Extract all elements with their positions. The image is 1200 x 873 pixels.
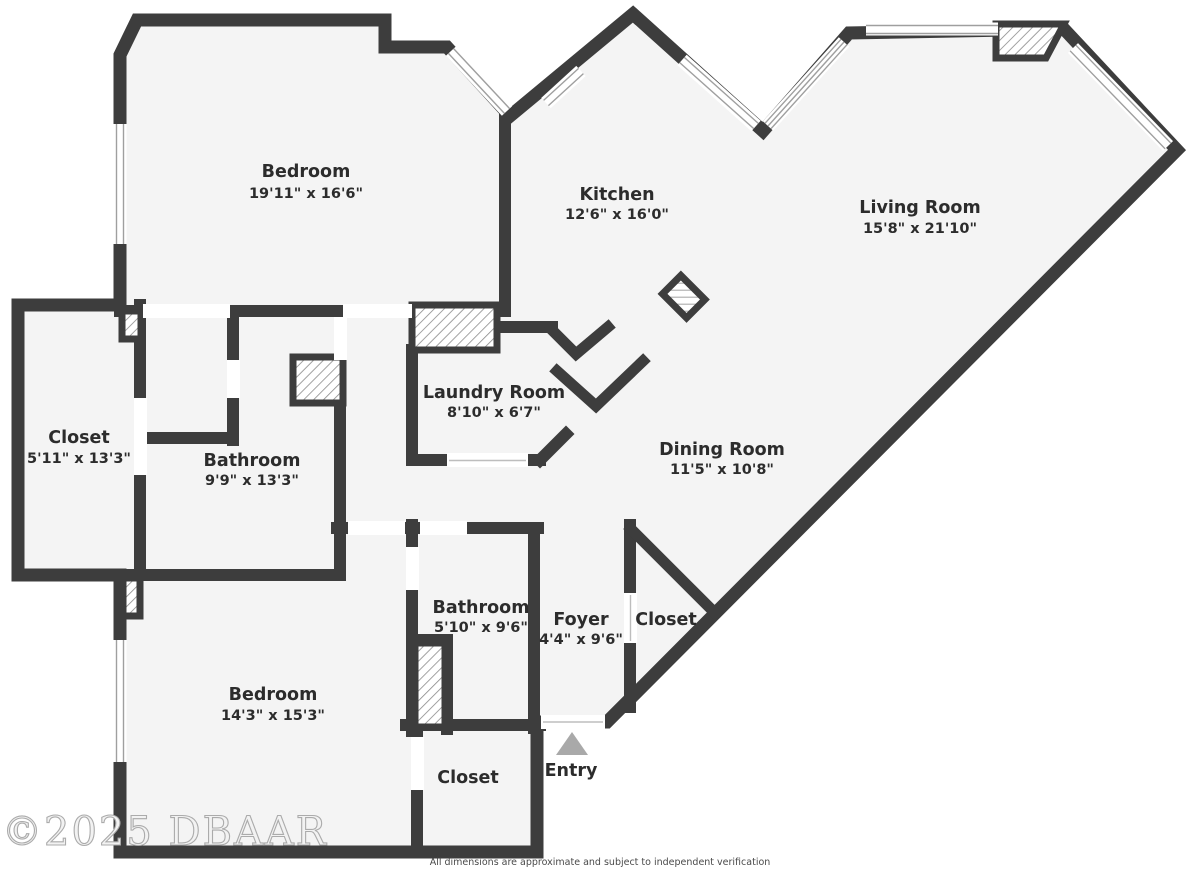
hatch-fixture: [992, 20, 1070, 62]
room-label-bedroom-2: Bedroom 14'3" x 15'3": [221, 685, 325, 724]
entry-label: Entry: [545, 761, 598, 781]
svg-text:Dining Room: Dining Room: [659, 440, 785, 460]
watermark: ©2025 DBAAR: [2, 809, 328, 855]
window: [445, 46, 513, 116]
room-label-closet-bottom: Closet: [437, 768, 499, 788]
door-opening: [343, 304, 412, 318]
svg-text:Foyer: Foyer: [553, 610, 609, 630]
svg-text:Kitchen: Kitchen: [579, 185, 654, 205]
svg-text:Living Room: Living Room: [859, 198, 980, 218]
door-opening: [624, 593, 637, 643]
sliding-door-window: [762, 37, 850, 131]
room-label-laundry-room: Laundry Room 8'10" x 6'7": [423, 383, 565, 421]
svg-text:14'3" x 15'3": 14'3" x 15'3": [221, 708, 325, 724]
hatch-fixture: [657, 270, 710, 323]
svg-text:11'5" x 10'8": 11'5" x 10'8": [670, 462, 774, 478]
svg-text:Bathroom: Bathroom: [433, 598, 530, 618]
svg-text:Bedroom: Bedroom: [229, 685, 318, 705]
wall: [531, 425, 575, 469]
svg-text:Bedroom: Bedroom: [262, 162, 351, 182]
door-opening: [143, 304, 230, 318]
wall: [549, 353, 651, 414]
room-label-kitchen: Kitchen 12'6" x 16'0": [565, 185, 669, 223]
svg-text:Laundry Room: Laundry Room: [423, 383, 565, 403]
door-opening: [134, 398, 147, 475]
room-label-bathroom-master: Bathroom 9'9" x 13'3": [204, 451, 301, 489]
svg-text:9'9" x 13'3": 9'9" x 13'3": [205, 473, 299, 489]
room-label-bathroom-2: Bathroom 5'10" x 9'6": [433, 598, 530, 636]
window: [113, 124, 127, 244]
svg-text:5'10" x 9'6": 5'10" x 9'6": [434, 620, 528, 636]
hatch-fixture: [411, 639, 449, 731]
hatch-fixture: [118, 307, 145, 343]
window: [113, 640, 127, 762]
svg-text:Bathroom: Bathroom: [204, 451, 301, 471]
room-label-foyer: Foyer 4'4" x 9'6": [539, 610, 623, 648]
door-opening: [420, 521, 467, 535]
room-label-closet-foyer: Closet: [635, 610, 697, 630]
window: [677, 54, 761, 132]
door-opening: [334, 317, 347, 360]
svg-text:Closet: Closet: [437, 768, 499, 788]
door-opening: [406, 547, 419, 590]
door-opening: [227, 360, 240, 398]
room-label-bedroom-master: Bedroom 19'11" x 16'6": [249, 162, 363, 202]
door-opening: [348, 521, 405, 535]
window: [1067, 43, 1174, 151]
entry-door-opening: [541, 715, 605, 729]
svg-text:4'4" x 9'6": 4'4" x 9'6": [539, 632, 623, 648]
disclaimer: All dimensions are approximate and subje…: [430, 857, 771, 868]
svg-text:8'10" x 6'7": 8'10" x 6'7": [447, 405, 541, 421]
door-opening: [447, 453, 528, 467]
window: [866, 22, 998, 36]
svg-text:Closet: Closet: [635, 610, 697, 630]
entry-marker-icon: [556, 732, 588, 755]
svg-text:5'11" x 13'3": 5'11" x 13'3": [27, 451, 131, 467]
svg-text:19'11" x 16'6": 19'11" x 16'6": [249, 186, 363, 202]
hatch-fixture: [289, 353, 347, 407]
room-label-dining-room: Dining Room 11'5" x 10'8": [659, 440, 785, 478]
hatch-fixture: [119, 574, 144, 620]
svg-text:15'8" x 21'10": 15'8" x 21'10": [863, 221, 977, 237]
wall: [623, 521, 723, 621]
window: [541, 65, 586, 109]
room-label-living-room: Living Room 15'8" x 21'10": [859, 198, 980, 237]
svg-text:Closet: Closet: [48, 428, 110, 448]
hatch-fixture: [408, 301, 501, 354]
room-label-closet-master: Closet 5'11" x 13'3": [27, 428, 131, 467]
wall: [543, 319, 616, 362]
svg-text:12'6" x 16'0": 12'6" x 16'0": [565, 207, 669, 223]
door-opening: [411, 737, 424, 790]
